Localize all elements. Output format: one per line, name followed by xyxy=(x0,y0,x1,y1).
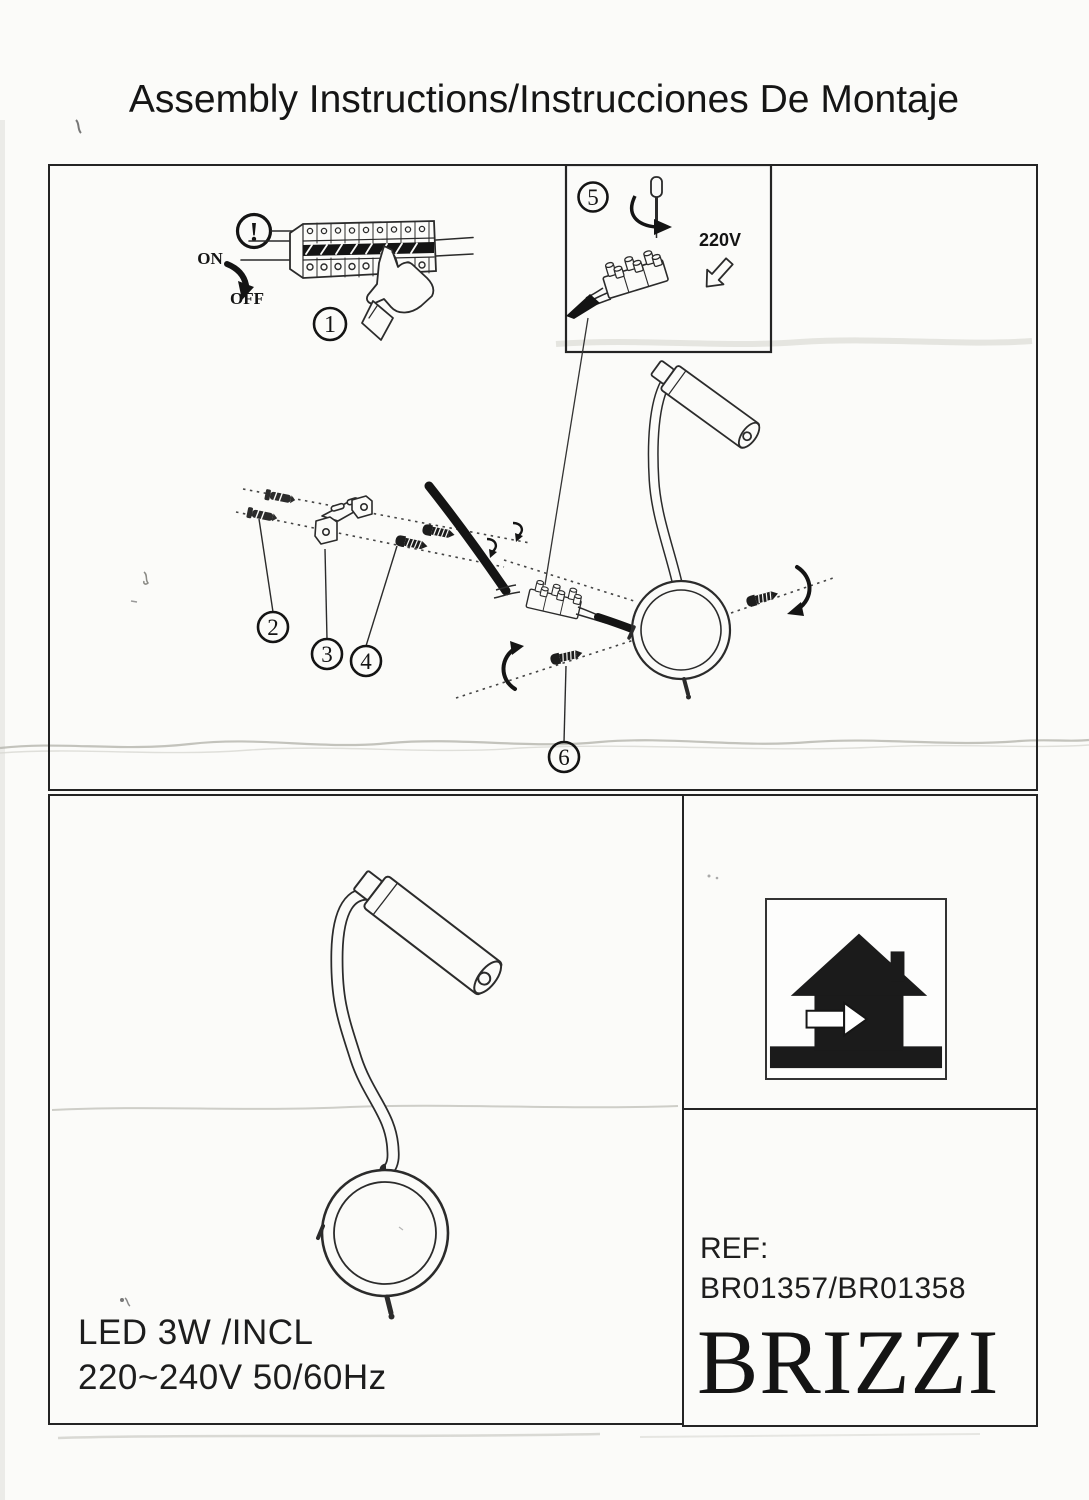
exploded-view: 2 3 4 6 xyxy=(235,360,837,774)
rotate-arrow xyxy=(629,195,657,229)
base-screw-left xyxy=(548,646,585,667)
breaker-panel xyxy=(289,220,437,279)
bracket-screw xyxy=(420,522,457,541)
wall-anchor xyxy=(245,506,279,525)
brand-logo: BRIZZI xyxy=(697,1311,1000,1413)
step-4-label: 4 xyxy=(360,649,372,674)
mains-arrow-icon xyxy=(705,257,734,288)
arrow-head xyxy=(843,1000,869,1038)
ground-bar xyxy=(769,1046,943,1069)
product-spec: LED 3W /INCL 220~240V 50/60Hz xyxy=(78,1310,387,1400)
step-6-circle xyxy=(547,740,581,774)
step-1-circle xyxy=(312,306,348,342)
pressing-hand xyxy=(361,245,435,341)
step-1-label: 1 xyxy=(324,312,336,338)
mains-cable xyxy=(566,294,600,319)
supply-cable xyxy=(424,481,511,596)
house-roof xyxy=(790,933,928,996)
on-label: ON xyxy=(197,249,223,268)
step-5-wiring-diagram: 5 220V xyxy=(564,164,773,354)
assembly-diagram-panel xyxy=(48,164,1038,791)
step-3-circle xyxy=(310,637,344,671)
terminal-block-main xyxy=(525,578,585,620)
assembly-diagram: ! ON OFF xyxy=(197,164,837,774)
house-icon xyxy=(769,933,943,1069)
step-2-circle xyxy=(256,610,290,644)
product-drawing xyxy=(316,870,503,1320)
step-3-label: 3 xyxy=(321,642,333,667)
step-5-circle xyxy=(577,181,609,213)
ref-label: REF: xyxy=(700,1232,769,1265)
step-6-label: 6 xyxy=(558,745,570,770)
spec-line-1: LED 3W /INCL xyxy=(78,1313,314,1352)
warning-mark: ! xyxy=(250,217,259,247)
terminal-block xyxy=(598,246,670,300)
voltage-label: 220V xyxy=(699,230,741,250)
bracket-screw xyxy=(393,533,430,553)
step-5-label: 5 xyxy=(587,185,599,210)
reference-panel xyxy=(682,1108,1038,1427)
page-title: Assembly Instructions/Instrucciones De M… xyxy=(128,78,960,121)
spec-line-2: 220~240V 50/60Hz xyxy=(78,1358,387,1397)
lamp-drawing-small xyxy=(627,360,761,700)
step-1-breaker-diagram: ! ON OFF xyxy=(197,212,474,342)
lamp-drawing-large xyxy=(316,870,503,1320)
on-off-arrow xyxy=(224,261,249,288)
step-4-circle xyxy=(349,644,383,678)
ref-numbers: BR01357/BR01358 xyxy=(700,1272,967,1305)
leader-line-terminal xyxy=(544,317,589,586)
off-label: OFF xyxy=(230,289,264,308)
step-2-label: 2 xyxy=(267,615,279,640)
indoor-use-symbol-box xyxy=(765,898,947,1080)
arrow-shaft xyxy=(805,1009,846,1029)
base-screw-right xyxy=(744,587,781,609)
house-chimney xyxy=(890,951,905,982)
wall-anchor xyxy=(263,488,297,507)
mounting-bracket xyxy=(314,495,373,545)
